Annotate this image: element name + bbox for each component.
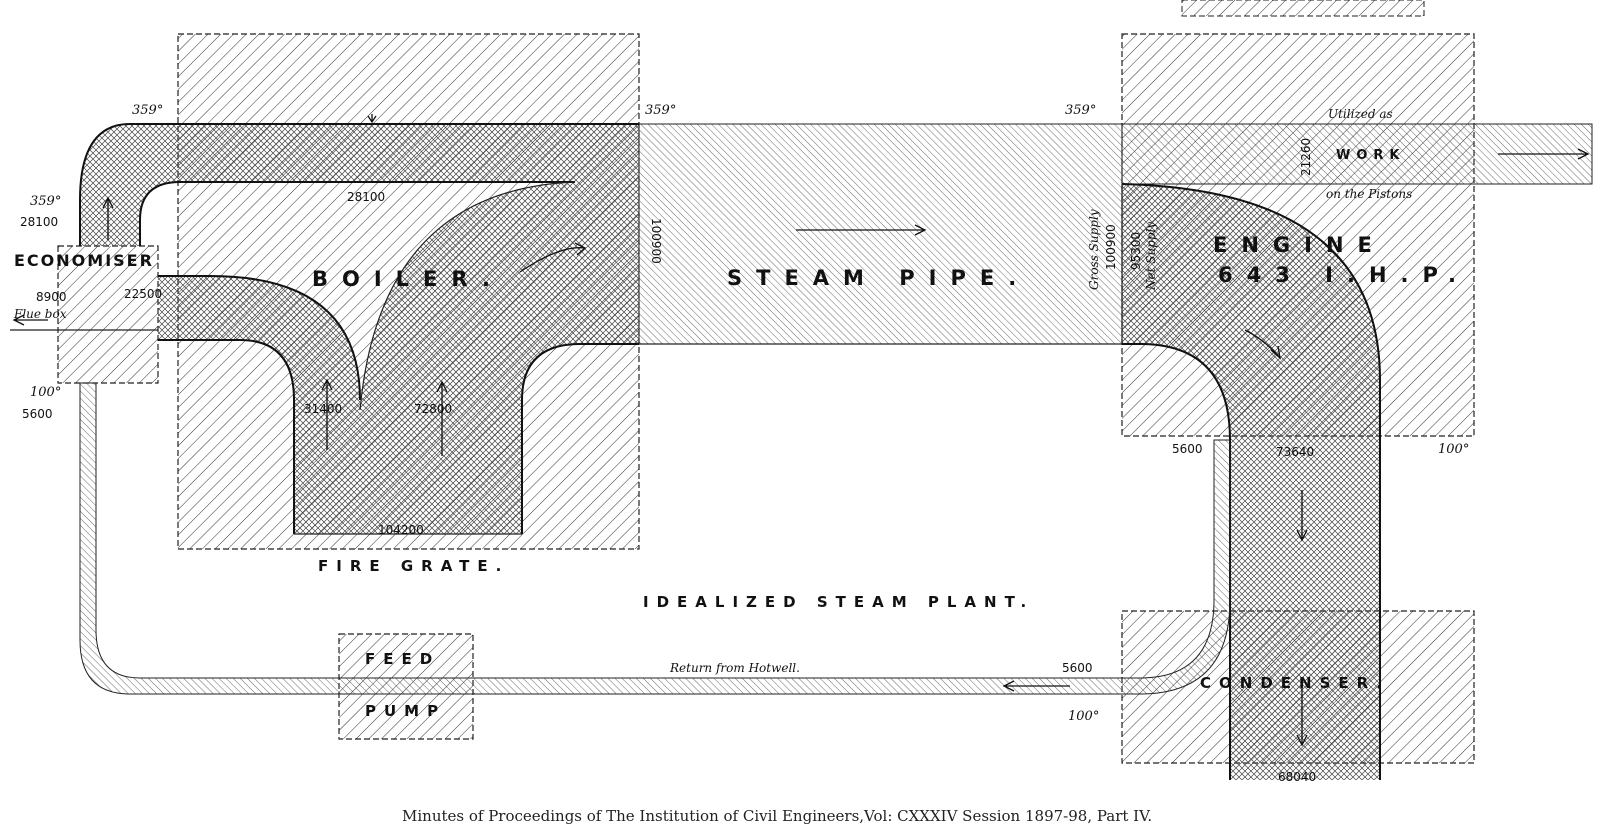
value-100900-pipe: 100900 [649,218,663,264]
value-104200: 104200 [378,523,424,537]
temp-359-pipe: 359° [645,103,676,118]
boiler-outer-line [79,123,639,246]
source-caption: Minutes of Proceedings of The Institutio… [402,807,1152,825]
economiser-block [57,245,159,384]
economiser-label: ECONOMISER [14,251,154,270]
economiser-return-line [158,275,361,401]
value-100900-gross: 100900 [1104,224,1118,270]
value-5600-left: 5600 [22,407,53,421]
utilized-as-label: Utilized as [1328,107,1393,121]
net-supply-label: Net Supply [1144,222,1158,291]
temp-359-engine: 359° [1065,103,1096,118]
top-right-block [1181,0,1425,17]
engine-inner-line [1122,343,1231,780]
temp-359-boiler: 359° [132,103,163,118]
condenser-label: CONDENSER. [1200,674,1390,692]
boiler-inner-line [139,181,575,246]
work-label: WORK [1336,148,1405,163]
grate-left-line [158,339,295,534]
flow-arrows [12,114,1590,747]
flue-box-label: Flue box [13,307,67,321]
value-21260: 21260 [1299,138,1313,176]
pump-label: PUMP [365,702,446,720]
engine-curve-line [1121,183,1381,780]
boiler-steam-stream [80,124,639,534]
on-the-pistons-label: on the Pistons [1326,187,1412,201]
temp-100-economiser: 100° [30,385,61,400]
steam-pipe-label: STEAM PIPE. [727,266,1030,290]
value-68040: 68040 [1278,770,1316,784]
value-28100-economiser: 28100 [20,215,58,229]
value-72800: 72800 [414,402,452,416]
temp-100-engine: 100° [1438,442,1469,457]
engine-exhaust-stream [1122,184,1380,780]
return-from-hotwell-label: Return from Hotwell. [669,661,800,675]
grate-right-line [521,343,639,534]
value-28100-boiler: 28100 [347,190,385,204]
value-95300: 95300 [1129,232,1143,270]
engine-label: ENGINE [1213,233,1386,257]
steam-pipe-stream [638,123,1123,345]
value-73640: 73640 [1276,445,1314,459]
engine-power-label: 643 I.H.P. [1218,263,1470,287]
boiler-label: BOILER. [312,267,504,291]
value-5600-return: 5600 [1062,661,1093,675]
temp-359-economiser: 359° [30,194,61,209]
boiler-division-curve [359,181,576,411]
value-8900: 8900 [36,290,67,304]
feed-label: FEED [365,650,440,668]
value-31400: 31400 [304,402,342,416]
fire-grate-label: FIRE GRATE. [318,557,509,575]
return-loop-stream [79,382,1231,695]
temp-100-return: 100° [1068,709,1099,724]
gross-supply-label: Gross Supply [1087,209,1101,290]
value-5600-engine: 5600 [1172,442,1203,456]
value-22500: 22500 [124,287,162,301]
idealized-title: IDEALIZED STEAM PLANT. [643,593,1034,611]
